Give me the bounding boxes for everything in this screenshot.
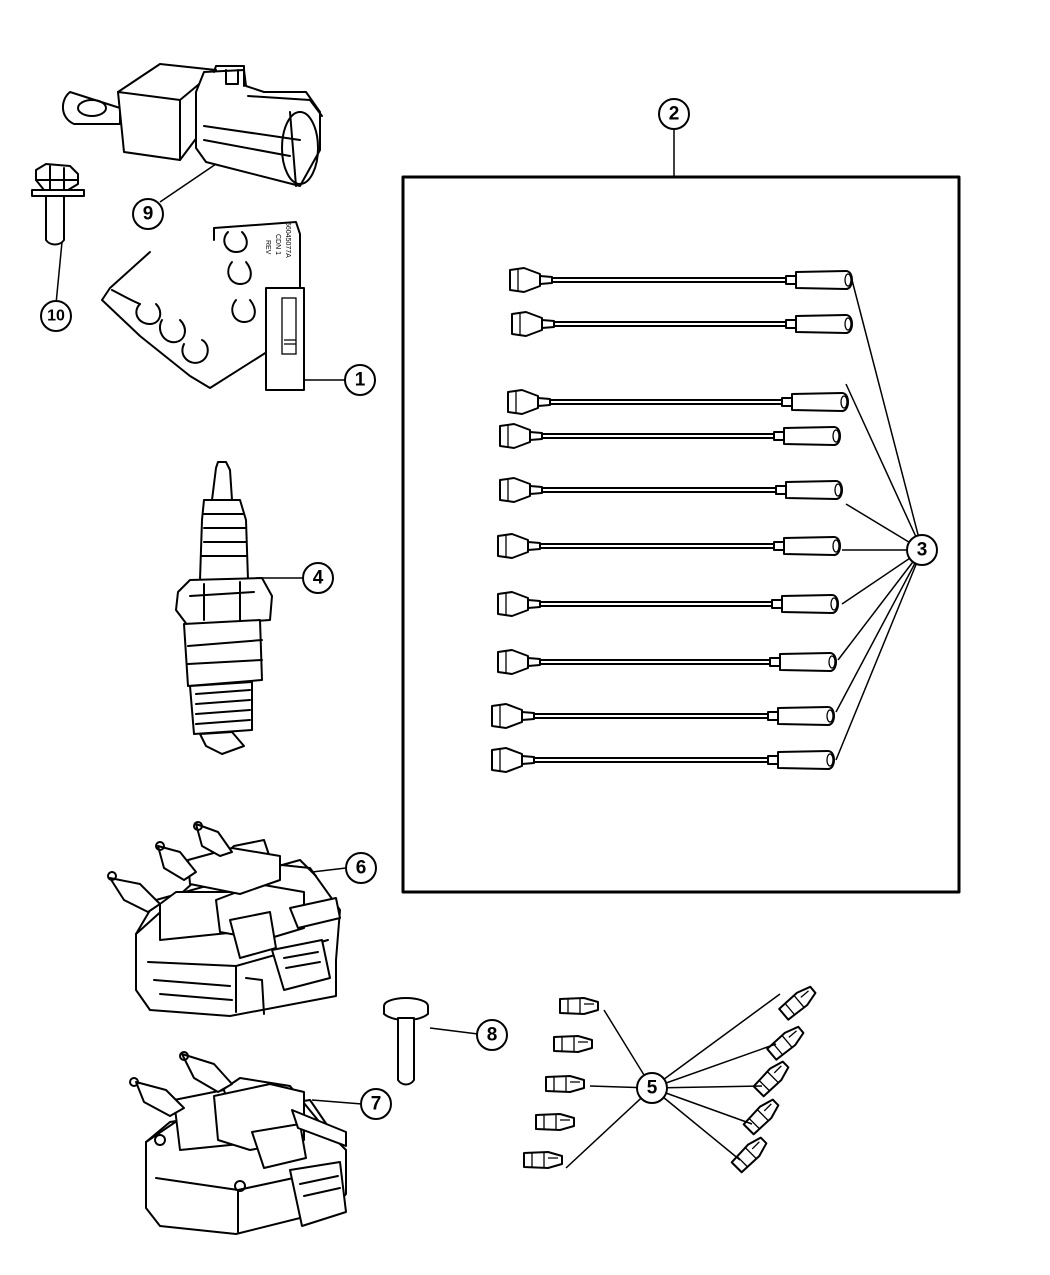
- spark-plug: [175, 461, 273, 755]
- spark-plug-wire: [497, 533, 841, 559]
- leader-lines: [55, 128, 923, 1169]
- wire-terminal: [559, 997, 599, 1015]
- wire-terminals: [523, 985, 817, 1174]
- ignition-coil-upper: [107, 821, 341, 1017]
- callout-2: 2: [658, 98, 690, 130]
- wire-terminal: [545, 1075, 585, 1093]
- callout-label: 5: [647, 1078, 658, 1099]
- callout-label: 1: [355, 370, 366, 391]
- wire-terminal: [553, 1035, 593, 1053]
- spark-plug-wire: [497, 591, 839, 617]
- spark-plug-wire: [509, 267, 853, 293]
- spark-plug-wire: [507, 389, 849, 415]
- callout-label: 3: [917, 540, 928, 561]
- bolt-long: [383, 997, 429, 1086]
- callout-label: 7: [371, 1094, 382, 1115]
- spark-plug-wire: [497, 649, 837, 675]
- spark-plug-wire: [499, 477, 843, 503]
- callout-label: 9: [143, 204, 154, 225]
- callout-label: 6: [356, 858, 367, 879]
- callout-label: 4: [313, 568, 324, 589]
- callout-5: 5: [636, 1072, 668, 1104]
- callout-label: 10: [47, 308, 65, 325]
- spark-plug-wire: [491, 747, 835, 773]
- callout-4: 4: [302, 562, 334, 594]
- spark-plug-wire: [491, 703, 835, 729]
- callout-6: 6: [345, 852, 377, 884]
- callout-1: 1: [344, 364, 376, 396]
- callout-7: 7: [360, 1088, 392, 1120]
- wire-terminal: [523, 1151, 563, 1169]
- spark-plug-wire: [511, 311, 853, 337]
- callout-10: 10: [40, 300, 72, 332]
- wire-terminal: [730, 1136, 768, 1174]
- svg-text:REV: REV: [264, 240, 271, 255]
- svg-text:CDN 1: CDN 1: [274, 234, 281, 255]
- wire-kit-frame: [401, 175, 961, 894]
- wire-terminal: [742, 1098, 780, 1136]
- spark-plug-wire: [499, 423, 841, 449]
- callout-8: 8: [476, 1019, 508, 1051]
- svg-text:56045077A: 56045077A: [284, 222, 291, 258]
- callout-label: 8: [487, 1025, 498, 1046]
- wire-terminal: [766, 1025, 805, 1061]
- bolt-small: [31, 163, 85, 246]
- wire-terminal: [752, 1060, 790, 1098]
- callout-9: 9: [132, 198, 164, 230]
- callout-3: 3: [906, 534, 938, 566]
- sensor-connector: [62, 63, 323, 187]
- spark-plug-wires: [491, 267, 853, 773]
- ignition-coil-lower: [129, 1051, 347, 1235]
- wire-separator: 56045077A CDN 1 REV: [101, 221, 305, 391]
- wire-terminal: [535, 1113, 575, 1131]
- callout-label: 2: [669, 104, 680, 125]
- wire-terminal: [778, 985, 817, 1021]
